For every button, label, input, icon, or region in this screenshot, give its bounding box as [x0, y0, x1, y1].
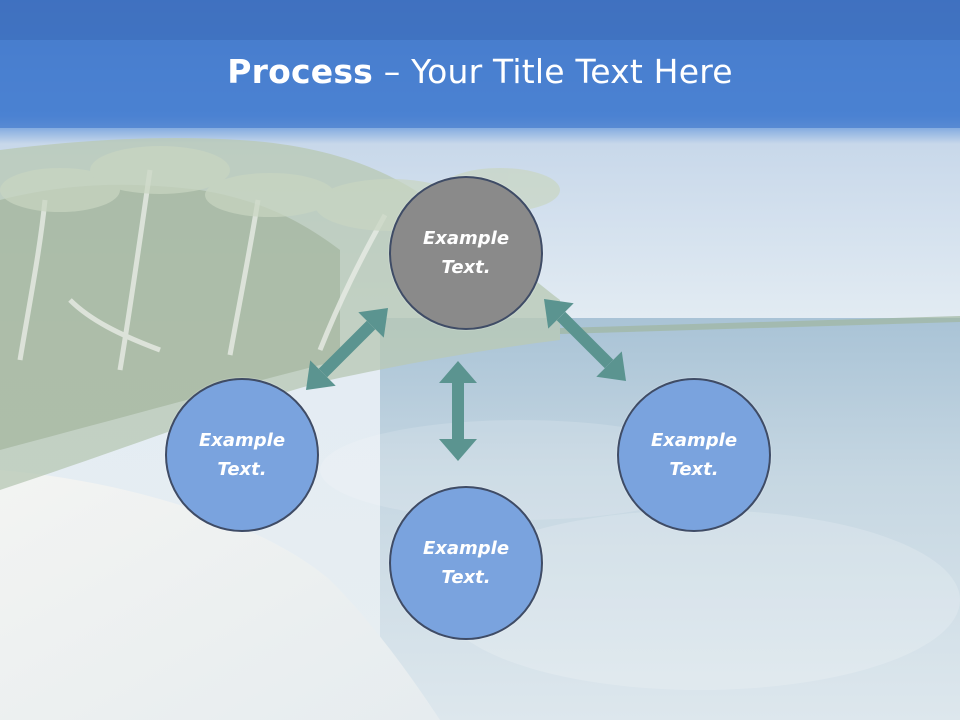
node-top-label: Example Text. [422, 228, 510, 278]
node-bottom-label: Example Text. [422, 538, 510, 588]
title-bold: Process [227, 52, 374, 91]
slide-title: Process – Your Title Text Here [0, 52, 960, 91]
node-top: Example Text. [389, 176, 543, 330]
title-rest: – Your Title Text Here [373, 52, 733, 91]
node-left-label: Example Text. [198, 430, 286, 480]
node-right-label: Example Text. [650, 430, 738, 480]
node-right: Example Text. [617, 378, 771, 532]
node-left: Example Text. [165, 378, 319, 532]
node-bottom: Example Text. [389, 486, 543, 640]
